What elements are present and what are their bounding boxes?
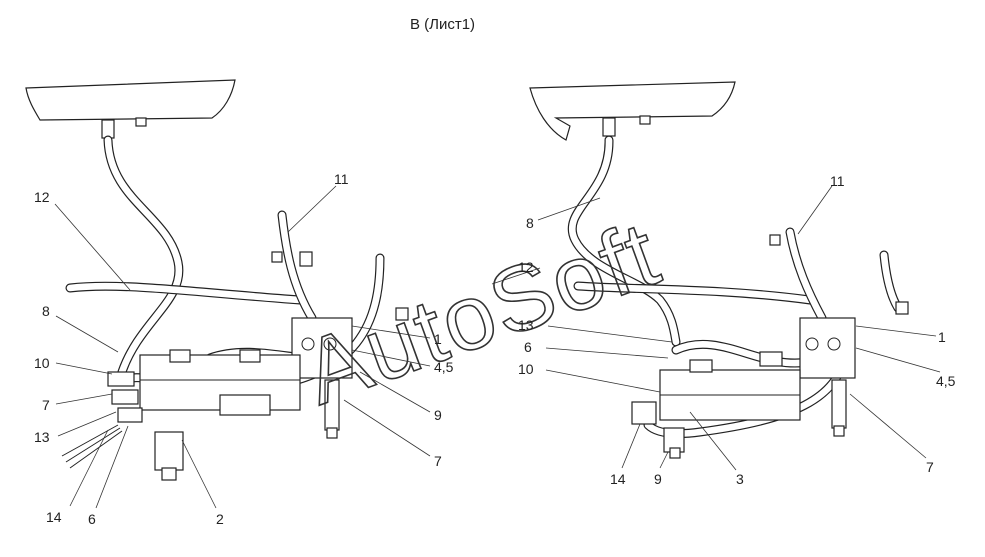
callout-left-14: 14 [46,509,62,525]
left-fitting-10 [107,371,135,387]
callout-left-8: 8 [42,303,50,319]
right-hose-right [879,250,903,313]
callout-left-12: 12 [34,189,50,205]
left-hose-11 [277,210,317,323]
callout-left-6: 6 [88,511,96,527]
left-seat-bracket [135,117,147,127]
callout-left-10: 10 [34,355,50,371]
right-callouts: 8 12 13 6 10 14 9 3 11 1 4,5 7 [491,173,956,487]
callout-left-13: 13 [34,429,50,445]
callout-right-9: 9 [654,471,662,487]
left-sensor-2 [154,431,184,471]
callout-left-7b: 7 [434,453,442,469]
callout-right-13: 13 [518,317,534,333]
left-callouts: 12 8 10 7 13 14 6 2 11 1 4,5 9 7 [34,171,454,527]
callout-left-45: 4,5 [434,359,454,375]
callout-left-2: 2 [216,511,224,527]
callout-left-9: 9 [434,407,442,423]
left-fitting-13 [117,407,143,423]
right-hose-11 [785,227,827,323]
callout-right-6: 6 [524,339,532,355]
callout-right-1: 1 [938,329,946,345]
left-fitting-7 [111,389,139,405]
callout-right-45: 4,5 [936,373,956,389]
left-valve-block [291,317,353,379]
sheet-title: В (Лист1) [409,16,476,33]
callout-right-12: 12 [518,259,534,275]
callout-right-7: 7 [926,459,934,475]
right-fitting-14 [631,401,657,425]
right-assembly-view [529,81,909,459]
left-hose-12 [65,281,305,305]
right-seat [529,81,736,141]
callout-right-3: 3 [736,471,744,487]
watermark-text: AutoSoft [291,202,673,424]
right-hose-12 [573,281,815,305]
callout-right-14: 14 [610,471,626,487]
callout-left-11: 11 [334,171,349,187]
left-seat [25,79,236,121]
right-seat-fitting [602,117,616,137]
right-hose-8 [567,135,681,347]
left-hose-8 [103,135,184,377]
right-valve-block [799,317,856,379]
left-seat-fitting [101,119,115,139]
callout-right-8: 8 [526,215,534,231]
callout-right-11: 11 [830,173,845,189]
callout-left-7a: 7 [42,397,50,413]
watermark: AutoSoft [290,201,673,425]
right-valve-stem [831,379,847,429]
callout-left-1: 1 [434,331,442,347]
callout-right-10: 10 [518,361,534,377]
left-assembly-view [25,79,409,481]
